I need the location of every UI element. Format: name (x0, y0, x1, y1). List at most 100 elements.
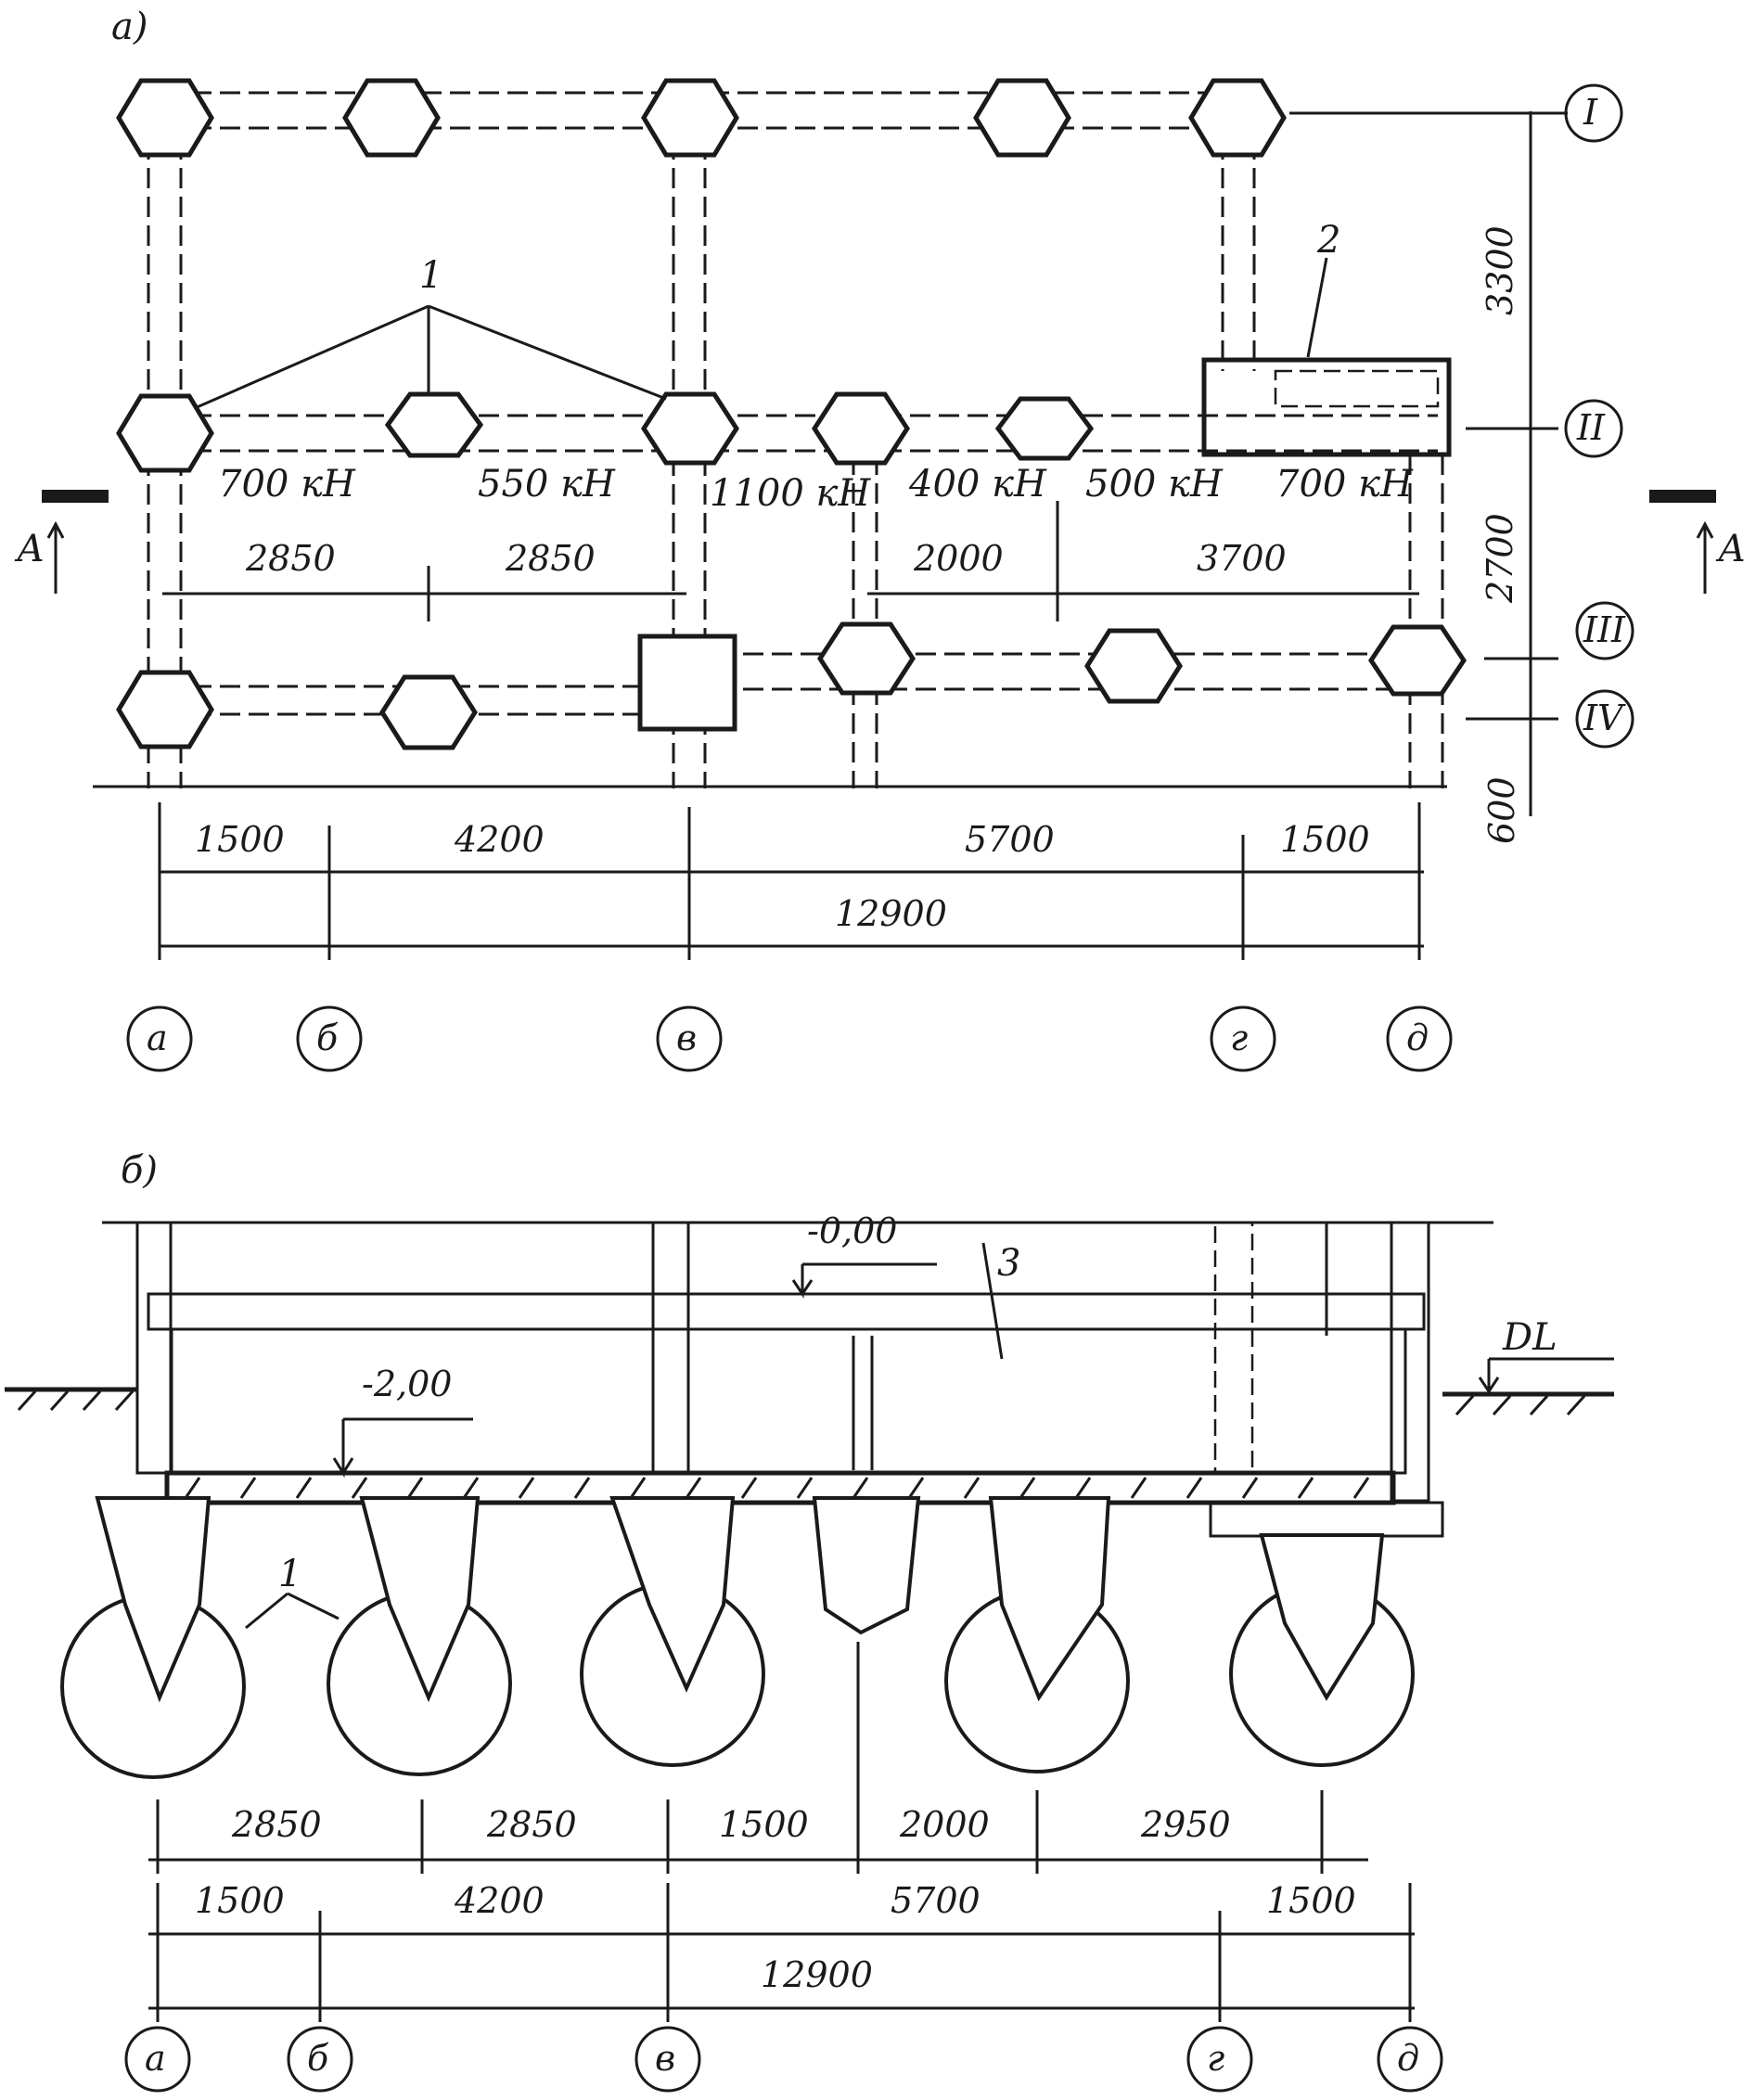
plan-loads: 700 кН 550 кН 1100 кН 400 кН 500 кН 700 … (218, 463, 1414, 515)
section-dim-2000: 2000 (899, 1804, 990, 1845)
load-label-3: 1100 кН (710, 472, 871, 515)
section-view-label: б) (121, 1149, 158, 1192)
axis-v-label: в (676, 1018, 697, 1058)
section-dim-2850-a: 2850 (231, 1804, 322, 1845)
axis-a-label: а (147, 1018, 168, 1058)
plan-vertical-dimensions: 3300 2700 600 (1289, 111, 1558, 844)
section-dim-2850-b: 2850 (486, 1804, 577, 1845)
section-mark-left: А (14, 490, 109, 594)
section-axis-bubble-a (124, 2026, 191, 2093)
pile-head-III-a (116, 670, 214, 749)
section-walls (135, 1221, 1430, 1503)
axis-bubble-IV (1575, 689, 1634, 749)
pile-section-1 (60, 1496, 246, 1779)
section-callout-1: 1 (245, 1553, 340, 1630)
plan-dim-3700: 3700 (1197, 538, 1287, 579)
pile-head-I-c (641, 78, 739, 158)
load-label-5: 500 кН (1085, 463, 1224, 506)
axis-II-label: II (1576, 407, 1606, 448)
axis-d-label: д (1406, 1018, 1429, 1058)
section-piles (60, 1496, 1415, 1779)
plan-dim-1500-a: 1500 (195, 819, 285, 860)
section-callout-3-label: 3 (997, 1242, 1020, 1285)
plan-upper-dimension: 2850 2850 2000 3700 (162, 501, 1419, 621)
plan-dim-600: 600 (1481, 776, 1522, 844)
axis-b-label: б (316, 1018, 339, 1058)
plan-dim-2000: 2000 (913, 538, 1004, 579)
plan-view-label: а) (111, 6, 147, 48)
level-top-label: -0,00 (807, 1210, 897, 1251)
pile-head-II-b (384, 391, 484, 458)
axis-bubble-v (656, 1005, 723, 1072)
plan-dim-1500-b: 1500 (1280, 819, 1370, 860)
pile-section-3 (580, 1496, 765, 1767)
plan-dim-5700: 5700 (965, 819, 1055, 860)
section-axis-bubble-g (1186, 2026, 1253, 2093)
section-dim-1500: 1500 (719, 1804, 809, 1845)
plan-dim-3300: 3300 (1480, 225, 1520, 315)
axis-bubble-III (1575, 601, 1634, 660)
pile-section-5 (944, 1496, 1130, 1773)
axis-g-label: г (1230, 1018, 1248, 1058)
section-axis-bubble-b (287, 2026, 353, 2093)
load-label-2: 550 кН (478, 463, 616, 506)
grillage-2-outline (1201, 357, 1452, 457)
section-axis-bubble-v (634, 2026, 701, 2093)
section-axis-b-label: б (307, 2038, 329, 2079)
section-axis-a-label: а (145, 2038, 166, 2079)
base-slab (164, 1470, 1396, 1505)
ground-line-left (5, 1387, 137, 1412)
axis-IV-label: IV (1583, 698, 1626, 738)
section-axis-g-label: г (1207, 2038, 1224, 2079)
section-axis-d-label: д (1397, 2038, 1419, 2079)
grillage-2-inner (1274, 369, 1440, 408)
pile-head-II-e (994, 396, 1095, 461)
section-callout-1-label: 1 (278, 1553, 301, 1595)
section-dim-12900: 12900 (761, 1954, 873, 1995)
section-pile-spacing-dims: 2850 2850 1500 2000 2950 (148, 1642, 1368, 1874)
ground-floor-slab (147, 1292, 1426, 1331)
plan-pile-heads (116, 78, 1468, 750)
plan-bottom-dimensions: 1500 4200 5700 1500 12900 (93, 785, 1447, 960)
section-mark-left-label: А (14, 528, 45, 570)
axis-bubble-g (1210, 1005, 1276, 1072)
section-axis-v-label: в (655, 2038, 675, 2079)
axis-III-label: III (1583, 609, 1626, 650)
pile-head-I-b (342, 78, 441, 158)
pile-head-III-d (817, 621, 916, 696)
plan-view: а) (14, 6, 1746, 1072)
base-slab-hatching (184, 1477, 1370, 1499)
level-bottom: -2,00 (332, 1364, 473, 1479)
section-view: б) 3 - (5, 1149, 1614, 2093)
axis-I-label: I (1583, 92, 1598, 133)
plan-grade-beams (147, 91, 1444, 788)
section-mark-right-label: А (1715, 528, 1746, 570)
axis-bubble-b (296, 1005, 363, 1072)
section-dim-1500-a: 1500 (195, 1880, 285, 1921)
pile-head-I-d (973, 78, 1071, 158)
load-label-1: 700 кН (218, 463, 356, 506)
plan-column-axes: а б в г д (126, 1005, 1453, 1072)
load-label-6: 700 кН (1275, 463, 1414, 506)
plan-dim-2850-a: 2850 (245, 538, 336, 579)
plan-dim-4200: 4200 (454, 819, 545, 860)
plan-callout-2: 2 (1306, 219, 1340, 358)
section-dim-1500-b: 1500 (1266, 1880, 1356, 1921)
plan-row-axes: I II III IV (1558, 83, 1634, 749)
plan-dim-2850-b: 2850 (505, 538, 596, 579)
load-label-4: 400 кН (908, 463, 1047, 506)
ground-line-right: DL (1442, 1316, 1614, 1416)
pile-head-III-b (379, 674, 478, 750)
plan-callout-1-label: 1 (419, 254, 442, 297)
section-mark-right: А (1649, 490, 1746, 594)
axis-bubble-I (1564, 83, 1623, 143)
plan-dim-12900: 12900 (835, 893, 947, 934)
section-column-axes: а б в г д (124, 2026, 1443, 2093)
pile-head-I-a (116, 78, 214, 158)
section-dim-2950: 2950 (1140, 1804, 1231, 1845)
plan-callout-1: 1 (194, 254, 667, 410)
axis-bubble-a (126, 1005, 193, 1072)
pile-section-4 (812, 1496, 921, 1635)
axis-bubble-II (1564, 399, 1623, 458)
grillage-section (1209, 1501, 1444, 1538)
